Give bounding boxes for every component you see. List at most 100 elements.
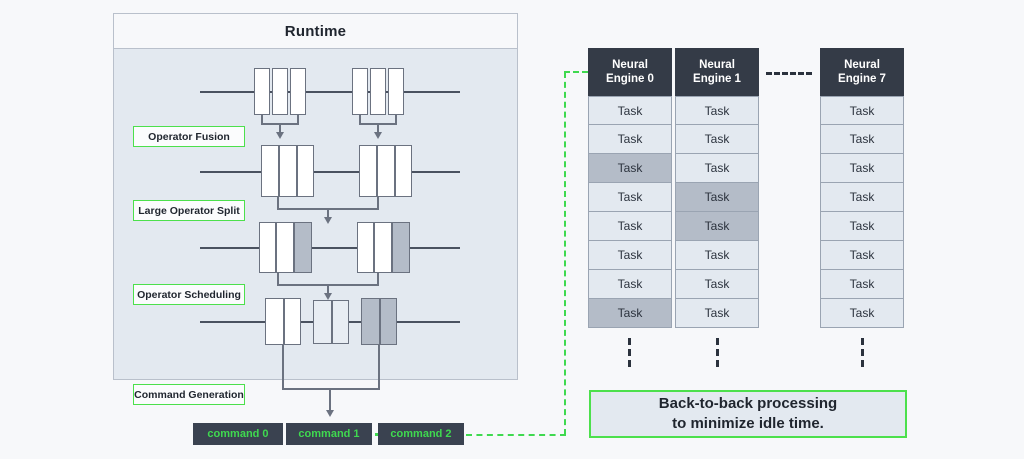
stage1-op (370, 68, 386, 115)
command-box-2[interactable]: command 2 (378, 423, 464, 445)
task-cell[interactable]: Task (675, 212, 759, 241)
task-cell[interactable]: Task (675, 96, 759, 125)
op-divider (275, 223, 277, 272)
stage4-arrow-head (325, 410, 334, 417)
engine-column-7: Neural Engine 7 Task Task Task Task Task… (820, 48, 904, 328)
stage4-op-group (265, 298, 301, 345)
stage-label-operator-scheduling: Operator Scheduling (133, 284, 245, 305)
stage4-bracket (282, 345, 284, 389)
op-divider (278, 146, 280, 196)
stage1-wire (200, 91, 460, 93)
command-box-1[interactable]: command 1 (286, 423, 372, 445)
stage1-bracket (261, 115, 263, 124)
task-cell[interactable]: Task (675, 241, 759, 270)
op-divider (394, 146, 396, 196)
note-line-2: to minimize idle time. (672, 415, 824, 432)
engine-name-line1: Neural (844, 59, 880, 71)
task-cell[interactable]: Task (675, 183, 759, 212)
stage-label-command-generation: Command Generation (133, 384, 245, 405)
continuation-dots-0 (628, 338, 631, 367)
task-cell[interactable]: Task (588, 270, 672, 299)
stage3-arrow (327, 284, 329, 294)
continuation-dots-7 (861, 338, 864, 367)
stage3-op-group (357, 222, 410, 273)
stage2-arrow-head (323, 217, 332, 224)
op-divider (379, 299, 381, 344)
task-cell[interactable]: Task (675, 270, 759, 299)
task-cell[interactable]: Task (675, 125, 759, 154)
stage2-op-group (359, 145, 412, 197)
op-divider (373, 223, 375, 272)
page-title: Runtime (284, 22, 347, 40)
task-cell[interactable]: Task (820, 125, 904, 154)
task-cell[interactable]: Task (820, 270, 904, 299)
stage1-arrow-head (275, 132, 284, 139)
task-cell[interactable]: Task (588, 96, 672, 125)
op-segment-busy (391, 223, 409, 272)
stage1-bracket (297, 115, 299, 124)
task-cell[interactable]: Task (588, 154, 672, 183)
stage1-bracket (359, 115, 361, 124)
stage-label-large-operator-split: Large Operator Split (133, 200, 245, 221)
op-divider (293, 223, 295, 272)
green-route-horizontal-bottom (466, 434, 566, 436)
task-cell[interactable]: Task (588, 299, 672, 328)
task-cell[interactable]: Task (588, 183, 672, 212)
stage1-op (290, 68, 306, 115)
stage4-arrow (329, 388, 331, 411)
task-cell[interactable]: Task (820, 241, 904, 270)
stage2-bracket (277, 197, 279, 209)
stage1-op (272, 68, 288, 115)
task-cell[interactable]: Task (675, 299, 759, 328)
task-cell[interactable]: Task (588, 241, 672, 270)
task-cell[interactable]: Task (588, 212, 672, 241)
stage3-bracket (377, 273, 379, 285)
task-cell[interactable]: Task (588, 125, 672, 154)
stage4-bracket (378, 345, 380, 389)
engine-ellipsis-dashes (766, 72, 812, 75)
stage3-op-group (259, 222, 312, 273)
op-divider (391, 223, 393, 272)
stage2-op-group (261, 145, 314, 197)
op-segment-busy (293, 223, 311, 272)
stage1-op (352, 68, 368, 115)
task-cell[interactable]: Task (820, 212, 904, 241)
op-divider (296, 146, 298, 196)
stage1-arrow (377, 123, 379, 133)
engine-column-1: Neural Engine 1 Task Task Task Task Task… (675, 48, 759, 328)
runtime-panel-header: Runtime (114, 14, 517, 49)
stage3-bracket (277, 273, 279, 285)
task-cell[interactable]: Task (675, 154, 759, 183)
stage4-op-group (361, 298, 397, 345)
stage1-bracket (395, 115, 397, 124)
stage2-arrow (327, 208, 329, 218)
stage-label-operator-fusion: Operator Fusion (133, 126, 245, 147)
engine-name-line1: Neural (612, 59, 648, 71)
stage1-op (388, 68, 404, 115)
stage3-arrow-head (323, 293, 332, 300)
task-cell[interactable]: Task (820, 183, 904, 212)
engine-header-1: Neural Engine 1 (675, 48, 759, 96)
green-route-horizontal-top (564, 71, 597, 73)
command-box-0[interactable]: command 0 (193, 423, 283, 445)
engine-name-line2: Engine 7 (838, 73, 886, 85)
task-cell[interactable]: Task (820, 299, 904, 328)
stage2-wire (200, 171, 460, 173)
op-divider (283, 299, 285, 344)
stage1-op (254, 68, 270, 115)
task-cell[interactable]: Task (820, 96, 904, 125)
continuation-dots-1 (716, 338, 719, 367)
stage2-bracket (377, 197, 379, 209)
stage4-bracket (282, 388, 380, 390)
note-line-1: Back-to-back processing (658, 395, 838, 412)
note-callout: Back-to-back processing to minimize idle… (589, 390, 907, 438)
op-divider (331, 301, 333, 343)
engine-header-7: Neural Engine 7 (820, 48, 904, 96)
green-route-vertical (564, 72, 566, 435)
engine-column-0: Neural Engine 0 Task Task Task Task Task… (588, 48, 672, 328)
op-divider (376, 146, 378, 196)
stage1-arrow (279, 123, 281, 133)
task-cell[interactable]: Task (820, 154, 904, 183)
stage4-op-group (313, 300, 349, 344)
stage1-arrow-head (373, 132, 382, 139)
